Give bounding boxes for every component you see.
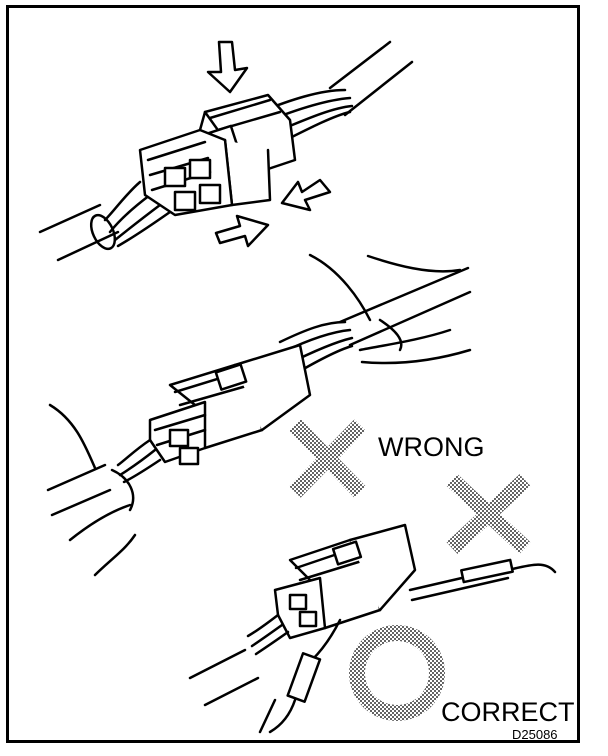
middle-connector-assembly — [46, 253, 472, 577]
push-arrow-down-icon — [206, 40, 249, 94]
top-connector-assembly — [38, 40, 414, 262]
correct-label: CORRECT — [441, 697, 575, 727]
push-arrow-right-icon — [214, 214, 270, 248]
figure-code: D25086 — [512, 727, 558, 742]
bottom-connector-assembly — [188, 523, 557, 734]
cross-mark-icon — [446, 474, 531, 554]
push-arrow-left-icon — [280, 178, 332, 212]
cross-mark-icon — [289, 419, 366, 498]
circle-mark-icon — [349, 625, 445, 721]
wrong-label: WRONG — [378, 432, 485, 462]
